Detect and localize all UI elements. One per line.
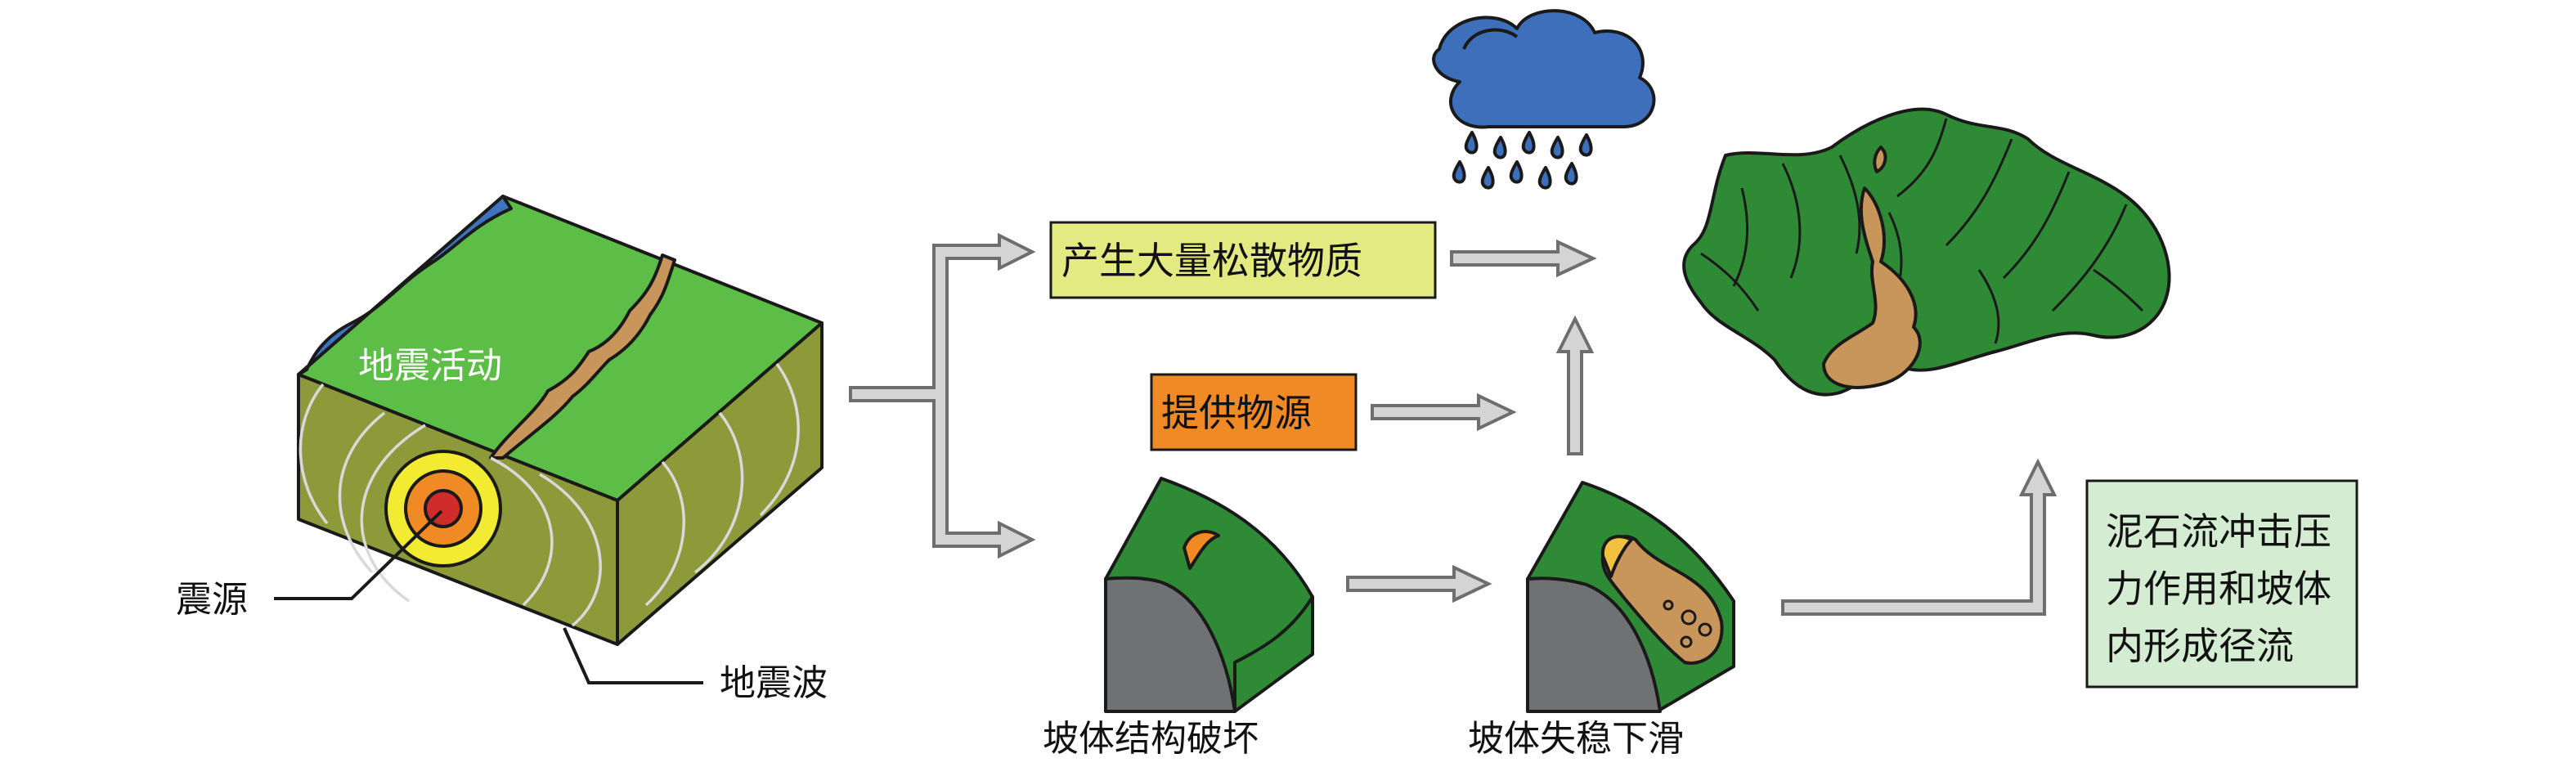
- hypocenter-leader: [274, 509, 443, 600]
- slope-slide-label: 坡体失稳下滑: [1468, 718, 1684, 760]
- loose-material-label: 产生大量松散物质: [1061, 239, 1362, 283]
- arrow-source-to-slide: [1371, 392, 1517, 432]
- debris-flow-box: 泥石流冲击压 力作用和坡体 内形成径流: [2085, 479, 2358, 689]
- slope-damage-label: 坡体结构破坏: [1043, 718, 1259, 760]
- slope-block-icon: [1104, 477, 1314, 713]
- seismic-wave-label: 地震波: [720, 662, 828, 704]
- earth-block-icon: [297, 195, 824, 646]
- seismic-wave-leader: [563, 627, 703, 684]
- seismic-activity-label: 地震活动: [358, 345, 502, 387]
- hypocenter-label: 震源: [176, 579, 248, 621]
- rain-cloud-icon: [1432, 9, 1656, 190]
- arrow-loose-to-mountain: [1450, 239, 1597, 278]
- material-source-label: 提供物源: [1161, 391, 1312, 435]
- loose-material-box: 产生大量松散物质: [1049, 221, 1437, 299]
- debris-flow-line-1: 泥石流冲击压: [2106, 509, 2331, 554]
- branch-arrow: [849, 232, 1036, 559]
- material-source-box: 提供物源: [1150, 373, 1358, 451]
- arrow-slide-up: [1555, 315, 1595, 455]
- arrow-slide-to-runoff: [1781, 458, 2058, 616]
- mountain-icon: [1682, 107, 2171, 397]
- debris-flow-line-3: 内形成径流: [2106, 624, 2294, 668]
- arrow-damage-to-slide: [1346, 564, 1492, 603]
- debris-flow-line-2: 力作用和坡体: [2106, 567, 2331, 611]
- slope-block-icon: [1526, 481, 1735, 713]
